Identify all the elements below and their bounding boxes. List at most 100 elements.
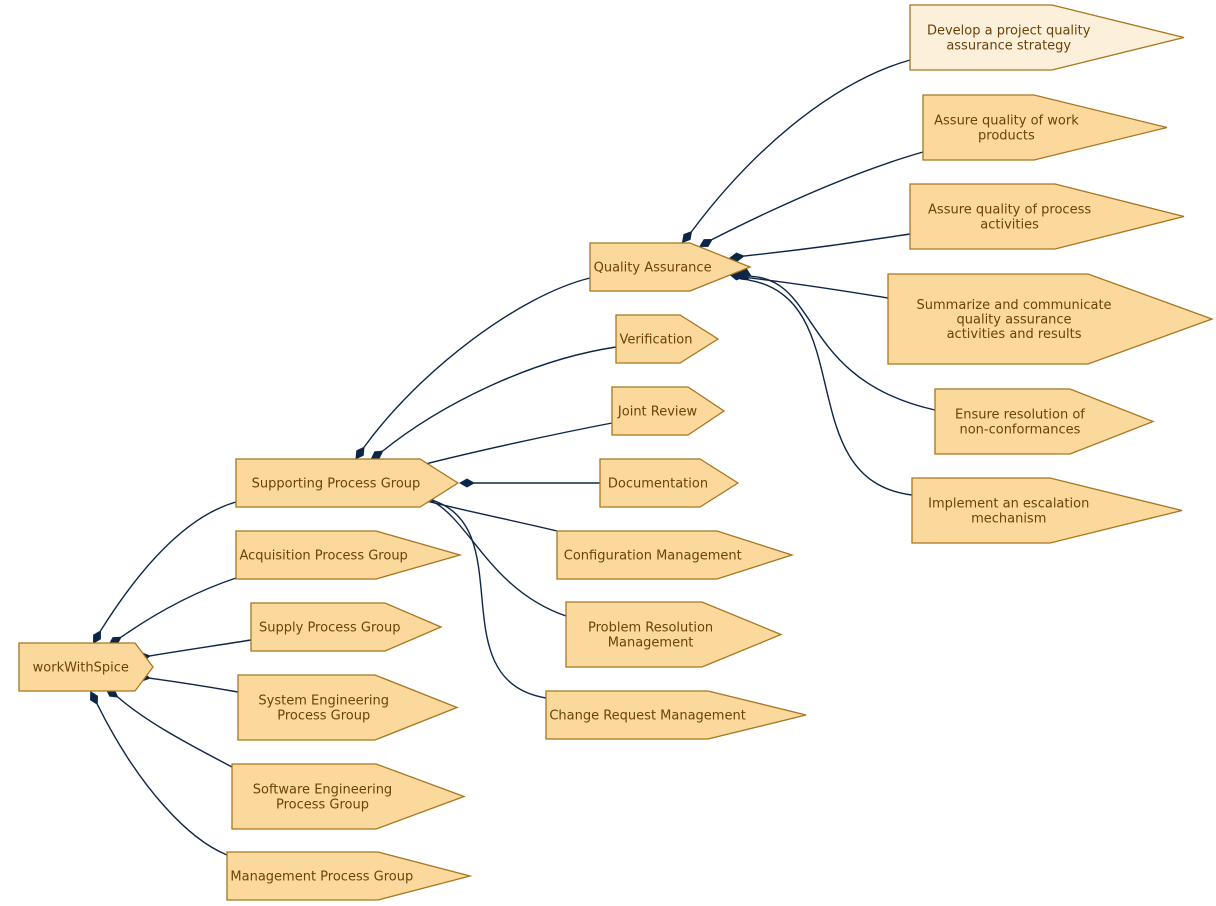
node-documentation[interactable]: Documentation — [599, 458, 740, 508]
edge-line — [120, 577, 237, 638]
edge-line — [433, 499, 547, 699]
node-label: Configuration Management — [564, 549, 742, 564]
node-label: System Engineering — [258, 694, 389, 709]
node-shape[interactable] — [909, 183, 1185, 250]
node-label: Ensure resolution of — [955, 408, 1085, 423]
node-configmgmt[interactable]: Configuration Management — [556, 530, 795, 580]
edge-line — [99, 501, 237, 632]
node-shape[interactable] — [235, 530, 463, 580]
node-shape[interactable] — [599, 458, 740, 508]
composition-diamond-icon — [355, 446, 365, 460]
node-shape[interactable] — [250, 602, 443, 652]
composition-diamond-icon — [459, 478, 475, 488]
node-label: Documentation — [608, 477, 708, 492]
node-label: Management Process Group — [230, 870, 413, 885]
edge-line — [149, 639, 252, 657]
node-changereq[interactable]: Change Request Management — [545, 690, 807, 740]
node-shape[interactable] — [556, 530, 795, 580]
node-acquisition[interactable]: Acquisition Process Group — [235, 530, 463, 580]
node-shape[interactable] — [226, 851, 473, 901]
edge-qa-to-qa3 — [729, 233, 911, 262]
node-shape[interactable] — [909, 4, 1185, 71]
node-root[interactable]: workWithSpice — [18, 642, 154, 692]
edge-line — [382, 346, 617, 452]
edge-line — [743, 276, 889, 299]
node-shape[interactable] — [887, 273, 1214, 365]
node-label: products — [978, 128, 1035, 143]
edge-line — [711, 151, 924, 241]
node-label: Problem Resolution — [588, 621, 713, 636]
node-shape[interactable] — [231, 763, 466, 830]
node-shape[interactable] — [615, 314, 720, 364]
node-shape[interactable] — [545, 690, 807, 740]
edge-root-to-syseng — [135, 672, 239, 693]
node-label: assurance strategy — [946, 38, 1071, 53]
node-shape[interactable] — [565, 601, 783, 668]
node-shape[interactable] — [911, 477, 1183, 544]
edge-supporting-to-qa — [355, 277, 591, 460]
edge-root-to-sweng — [105, 688, 233, 768]
edge-line — [363, 277, 591, 448]
edge-line — [430, 499, 567, 617]
node-supply[interactable]: Supply Process Group — [250, 602, 443, 652]
edge-qa-to-qa1 — [681, 59, 911, 244]
composition-diamond-icon — [681, 230, 693, 244]
node-label: Implement an escalation — [928, 497, 1089, 512]
node-label: Process Group — [276, 797, 369, 812]
node-shape[interactable] — [934, 388, 1155, 455]
node-label: Joint Review — [617, 405, 698, 420]
node-jointreview[interactable]: Joint Review — [611, 386, 726, 436]
edge-supporting-to-jointreview — [405, 422, 613, 472]
edge-qa-to-qa6 — [736, 271, 913, 496]
composition-diamond-icon — [729, 252, 745, 262]
composition-diamond-icon — [736, 271, 750, 281]
edge-qa-to-qa2 — [699, 151, 924, 247]
node-label: Supply Process Group — [259, 621, 400, 636]
node-label: Assure quality of work — [934, 114, 1079, 129]
node-label: Verification — [619, 333, 692, 348]
edge-line — [149, 677, 239, 693]
node-label: Develop a project quality — [927, 24, 1091, 39]
composition-diamond-icon — [370, 450, 384, 460]
edge-root-to-acquisition — [108, 577, 237, 646]
node-label: Assure quality of process — [928, 203, 1091, 218]
node-shape[interactable] — [18, 642, 154, 692]
node-shape[interactable] — [611, 386, 726, 436]
edge-line — [96, 703, 228, 856]
edge-qa-to-qa4 — [729, 271, 889, 299]
node-label: Acquisition Process Group — [239, 549, 407, 564]
edge-supporting-to-documentation — [459, 478, 600, 488]
node-label: quality assurance — [957, 313, 1072, 328]
edge-supporting-to-changereq — [421, 490, 547, 699]
edge-line — [117, 696, 233, 768]
node-supporting[interactable]: Supporting Process Group — [235, 458, 460, 508]
composition-diamond-icon — [93, 630, 101, 644]
edge-line — [751, 275, 936, 411]
node-shape[interactable] — [589, 242, 752, 292]
node-verification[interactable]: Verification — [615, 314, 720, 364]
node-shape[interactable] — [235, 458, 460, 508]
node-management[interactable]: Management Process Group — [226, 851, 473, 901]
node-label: non-conformances — [959, 422, 1080, 437]
node-label: activities and results — [947, 327, 1082, 342]
node-qa[interactable]: Quality Assurance — [589, 242, 752, 292]
edge-supporting-to-verification — [370, 346, 617, 460]
edge-line — [748, 279, 913, 496]
node-shape[interactable] — [922, 94, 1168, 161]
composition-diamond-icon — [699, 239, 713, 247]
node-label: Software Engineering — [253, 783, 392, 798]
node-shape[interactable] — [237, 674, 459, 741]
edge-line — [743, 233, 911, 257]
node-label: Change Request Management — [549, 709, 745, 724]
